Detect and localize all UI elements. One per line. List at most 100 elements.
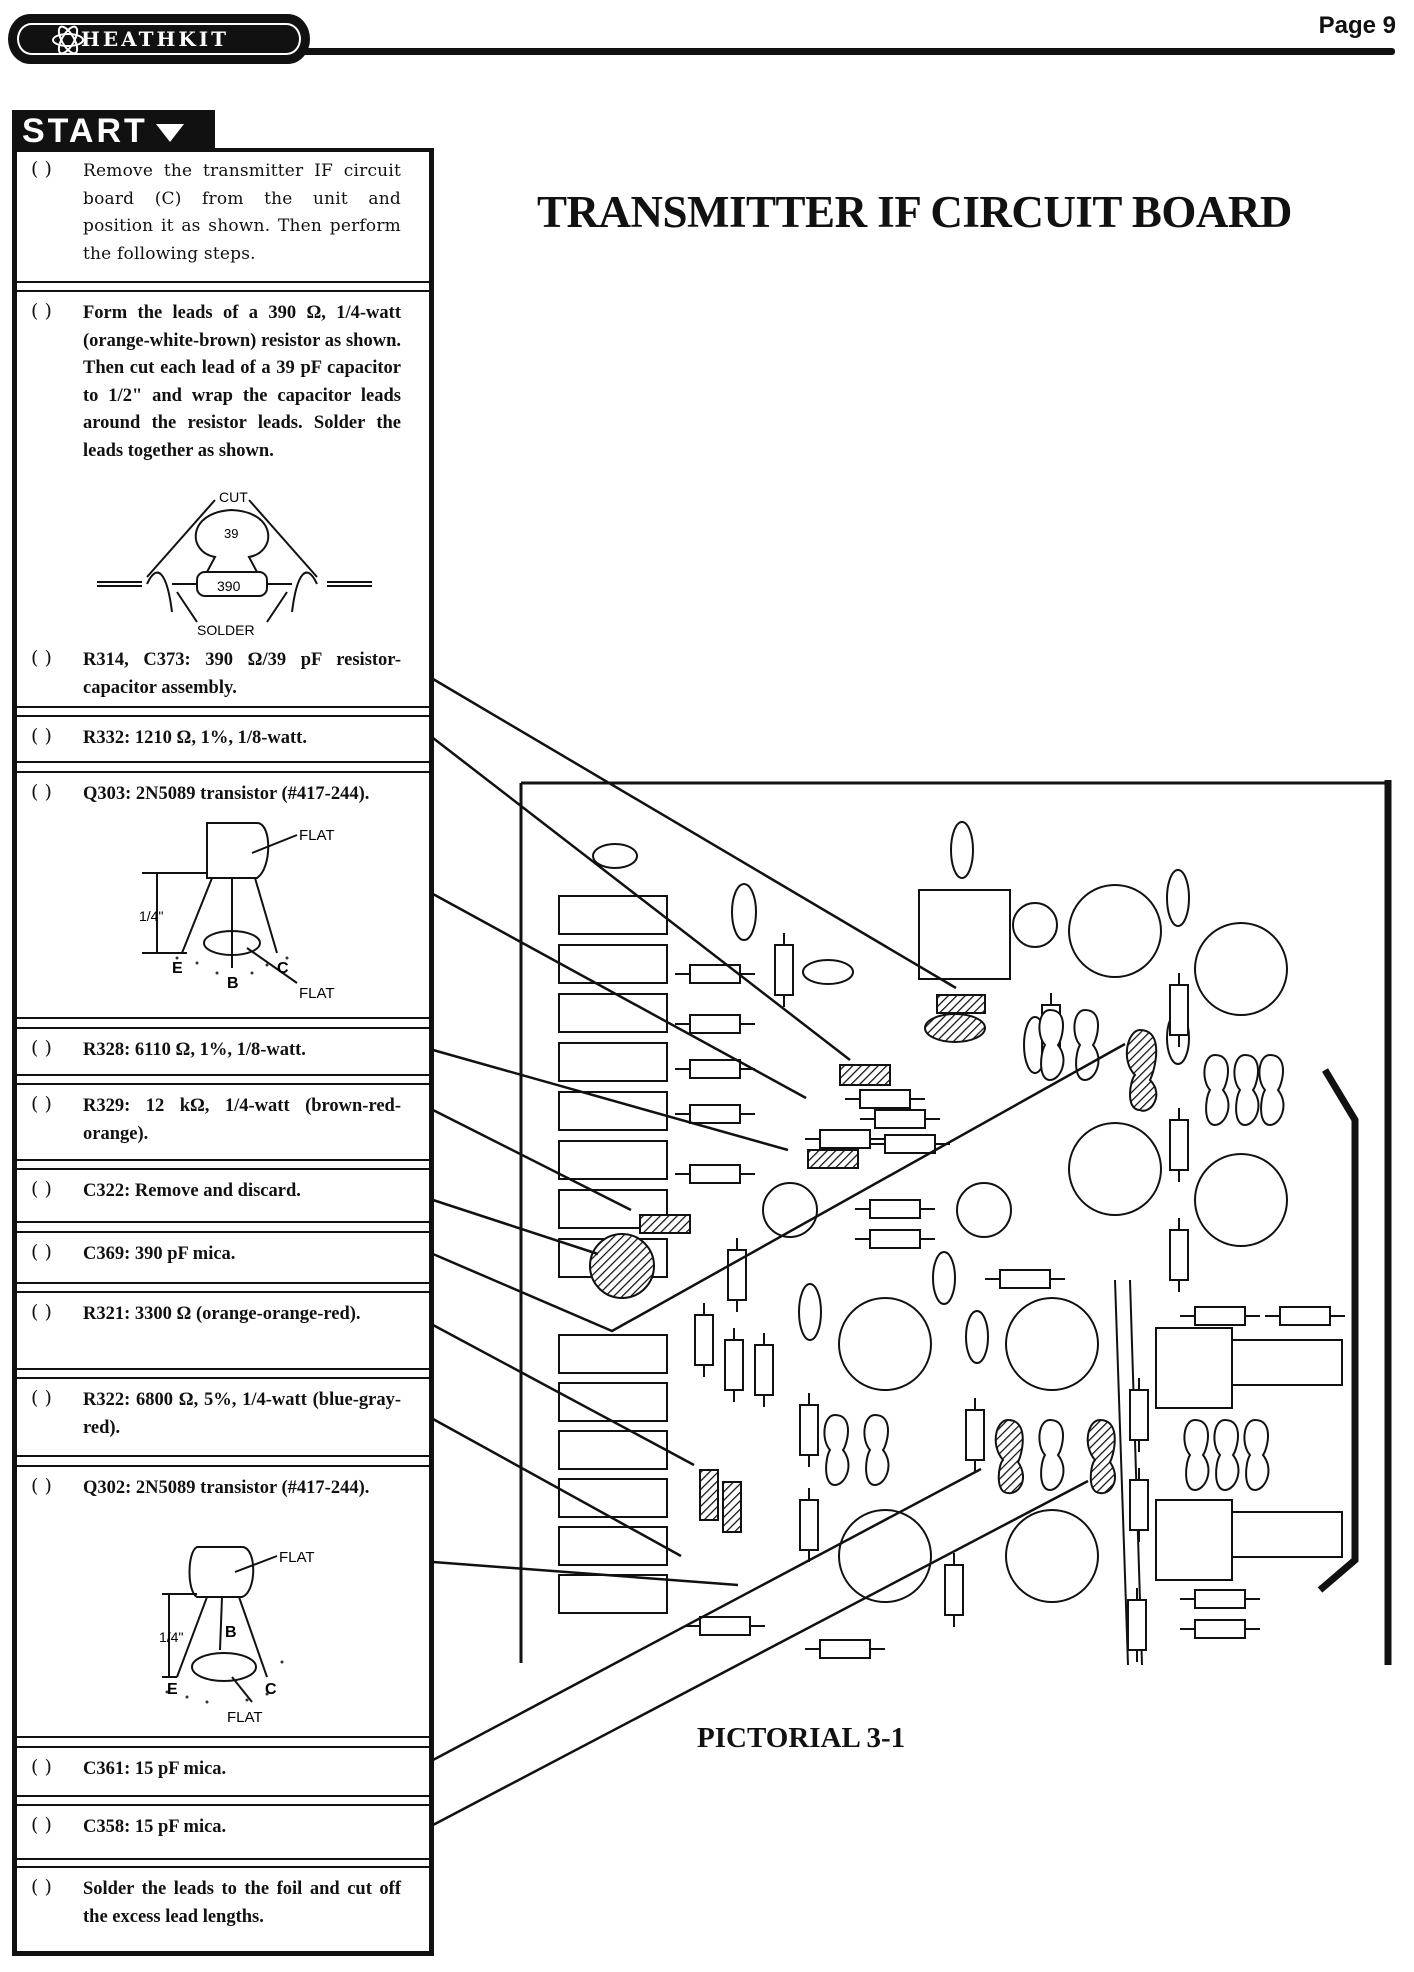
edge-pad: [558, 1042, 668, 1082]
checkbox[interactable]: ( ): [31, 1178, 52, 1200]
base-label: B: [227, 975, 239, 992]
step-c358: ( ) C358: 15 pF mica.: [17, 1804, 429, 1860]
cap-value-label: 39: [224, 526, 238, 541]
resistor: [869, 1199, 921, 1219]
resistor: [965, 1409, 985, 1461]
page-number: Page 9: [1318, 12, 1396, 39]
resistor: [1194, 1619, 1246, 1639]
step-c361: ( ) C361: 15 pF mica.: [17, 1746, 429, 1797]
step-c322: ( ) C322: Remove and discard.: [17, 1168, 429, 1223]
edge-pad: [558, 1334, 668, 1374]
step-c369: ( ) C369: 390 pF mica.: [17, 1231, 429, 1284]
logo-text: HEATHKIT: [81, 27, 229, 51]
coil-form: [1183, 1418, 1210, 1492]
small-circle: [1012, 902, 1058, 948]
step-q302: ( ) Q302: 2N5089 transistor (#417-244). …: [17, 1465, 429, 1738]
coil-form: [1243, 1418, 1270, 1492]
oval-part: [731, 883, 757, 941]
checkbox[interactable]: ( ): [31, 725, 52, 747]
step-text: Solder the leads to the foil and cut off…: [83, 1879, 401, 1927]
transformer-body: [1231, 1511, 1343, 1558]
start-tab: START: [12, 110, 215, 152]
resistor: [1169, 1229, 1189, 1281]
oval-part: [932, 1251, 956, 1305]
edge-pad: [558, 944, 668, 984]
step-r322: ( ) R322: 6800 Ω, 5%, 1/4-watt (blue-gra…: [17, 1377, 429, 1457]
flat-label: FLAT: [299, 985, 335, 1002]
oval-part: [1166, 869, 1190, 927]
checkbox[interactable]: ( ): [31, 1475, 52, 1497]
base-label: B: [225, 1624, 237, 1641]
step-text: Form the leads of a 390 Ω, 1/4-watt (ora…: [83, 303, 401, 461]
collector-label: C: [277, 960, 289, 977]
oval-part: [592, 843, 638, 869]
quarter-inch-label: 1/4": [159, 1629, 183, 1645]
step-text: C361: 15 pF mica.: [83, 1759, 227, 1779]
board-outline: [519, 780, 1392, 1666]
edge-pad: [558, 895, 668, 935]
header-rule: [300, 48, 1395, 55]
transformer-block: [1155, 1327, 1233, 1409]
resistor: [869, 1229, 921, 1249]
checkbox[interactable]: ( ): [31, 1876, 52, 1898]
transistor-figure-q303: FLAT 1/4" E B C FLAT: [139, 822, 335, 1002]
step-text: Q303: 2N5089 transistor (#417-244).: [83, 784, 370, 804]
transistor-figure-q302: FLAT 1/4" E B C FLAT: [159, 1546, 315, 1726]
coil-form: [1038, 1418, 1065, 1492]
page-title: TRANSMITTER IF CIRCUIT BOARD: [537, 187, 1292, 237]
resistor: [884, 1134, 936, 1154]
flat-label: FLAT: [299, 827, 335, 844]
resistor: [754, 1344, 774, 1396]
small-circle: [762, 1182, 818, 1238]
checkbox[interactable]: ( ): [31, 1241, 52, 1263]
edge-pad: [558, 1140, 668, 1180]
step-r329: ( ) R329: 12 kΩ, 1/4-watt (brown-red-ora…: [17, 1083, 429, 1161]
resistor: [689, 1104, 741, 1124]
resistor: [1279, 1306, 1331, 1326]
collector-label: C: [265, 1681, 277, 1698]
oval-part: [802, 959, 854, 985]
step-text: C358: 15 pF mica.: [83, 1817, 227, 1837]
resistor: [1129, 1479, 1149, 1531]
crystal-can: [918, 889, 1011, 980]
checkbox[interactable]: ( ): [31, 1756, 52, 1778]
checkbox[interactable]: ( ): [31, 300, 52, 322]
step-text: R322: 6800 Ω, 5%, 1/4-watt (blue-gray-re…: [83, 1390, 401, 1438]
transformer-body: [1231, 1339, 1343, 1386]
resistor: [689, 1059, 741, 1079]
resistor: [1129, 1389, 1149, 1441]
checkbox[interactable]: ( ): [31, 1387, 52, 1409]
step-text: R332: 1210 Ω, 1%, 1/8-watt.: [83, 728, 307, 748]
oval-part: [798, 1283, 822, 1341]
step-2: ( ) Form the leads of a 390 Ω, 1/4-watt …: [17, 290, 429, 708]
step-solder: ( ) Solder the leads to the foil and cut…: [17, 1866, 429, 1946]
step-r332: ( ) R332: 1210 Ω, 1%, 1/8-watt.: [17, 715, 429, 763]
resistor: [944, 1564, 964, 1616]
resistor: [1194, 1589, 1246, 1609]
transformer-block: [1155, 1499, 1233, 1581]
heathkit-logo: HEATHKIT: [8, 14, 310, 64]
coil-form: [1233, 1053, 1260, 1127]
checkbox[interactable]: ( ): [31, 1814, 52, 1836]
checkbox[interactable]: ( ): [31, 781, 52, 803]
solder-label: SOLDER: [197, 622, 255, 638]
emitter-label: E: [172, 960, 183, 977]
checkbox[interactable]: ( ): [31, 647, 52, 669]
edge-pad: [558, 1574, 668, 1614]
checkbox[interactable]: ( ): [31, 1301, 52, 1323]
emitter-label: E: [167, 1681, 178, 1698]
checkbox[interactable]: ( ): [31, 158, 52, 180]
resistor: [999, 1269, 1051, 1289]
resistor: [1127, 1599, 1147, 1651]
resistor: [1169, 984, 1189, 1036]
oval-part: [965, 1310, 989, 1364]
coil-can: [1194, 922, 1288, 1016]
coil-form: [1258, 1053, 1285, 1127]
flat-label: FLAT: [279, 1549, 315, 1566]
checkbox[interactable]: ( ): [31, 1037, 52, 1059]
oval-part: [950, 821, 974, 879]
checkbox[interactable]: ( ): [31, 1093, 52, 1115]
step-text: R321: 3300 Ω (orange-orange-red).: [83, 1304, 361, 1324]
coil-form: [863, 1413, 890, 1487]
step-r328: ( ) R328: 6110 Ω, 1%, 1/8-watt.: [17, 1027, 429, 1076]
